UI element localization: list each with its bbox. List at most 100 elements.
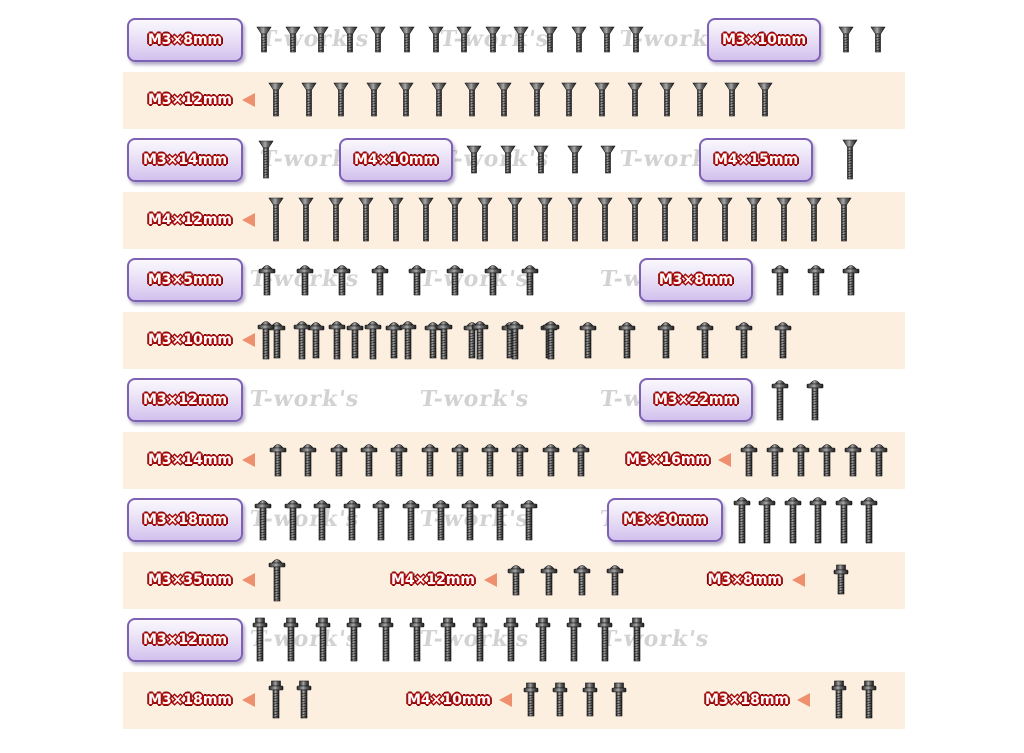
countersunk-screw-icon (313, 26, 329, 53)
flanged-hex-screw-icon (315, 617, 331, 662)
flanged-button-screw-icon (540, 565, 558, 596)
countersunk-screw-icon (499, 145, 516, 174)
countersunk-screw-icon (333, 82, 349, 117)
size-label-m3x18mm: M3×18mm (132, 690, 232, 710)
flanged-hex-screw-icon (409, 617, 425, 662)
countersunk-screw-icon (268, 82, 284, 117)
flanged-button-screw-icon (696, 322, 714, 359)
flanged-button-screw-icon (870, 444, 888, 477)
size-label: M3×30mm (622, 512, 708, 528)
flanged-hex-screw-icon (441, 617, 456, 662)
flanged-hex-screw-icon (378, 617, 393, 662)
flanged-button-screw-icon (293, 321, 310, 360)
size-label: M3×18mm (142, 512, 228, 528)
countersunk-screw-icon (496, 82, 512, 117)
flanged-button-screw-icon (451, 444, 469, 477)
flanged-button-screw-icon (807, 265, 824, 296)
flanged-button-screw-icon (409, 265, 426, 296)
countersunk-screw-icon (301, 82, 317, 117)
countersunk-screw-icon (724, 82, 740, 117)
flanged-button-screw-icon (343, 500, 361, 541)
flanged-button-screw-icon (818, 444, 836, 477)
flanged-button-screw-icon (572, 444, 590, 477)
flanged-button-screw-icon (435, 321, 453, 360)
flanged-button-screw-icon (792, 444, 810, 477)
countersunk-screw-icon (285, 26, 301, 53)
countersunk-screw-icon (507, 197, 523, 242)
flanged-button-screw-icon (284, 500, 301, 541)
flanged-button-screw-icon (740, 444, 758, 477)
flanged-hex-screw-icon (629, 617, 645, 662)
flanged-button-screw-icon (360, 444, 378, 477)
pointer-arrow-icon (242, 573, 255, 587)
countersunk-screw-icon (842, 139, 858, 180)
flanged-button-screw-icon (484, 265, 501, 296)
countersunk-screw-icon (370, 26, 386, 53)
flanged-button-screw-icon (579, 322, 597, 359)
countersunk-screw-icon (657, 197, 673, 242)
flanged-button-screw-icon (313, 500, 331, 541)
size-tag-m3x12mm: M3×12mm (127, 618, 243, 662)
size-label: M3×35mm (147, 572, 232, 588)
flanged-button-screw-icon (774, 322, 791, 359)
countersunk-screw-icon (258, 140, 274, 179)
size-label-m3x35mm: M3×35mm (132, 570, 232, 590)
countersunk-screw-icon (268, 197, 284, 242)
flanged-button-screw-icon (809, 497, 827, 544)
countersunk-screw-icon (417, 197, 434, 242)
size-label: M3×14mm (142, 152, 228, 168)
flanged-button-screw-icon (364, 321, 382, 360)
flanged-button-screw-icon (759, 497, 776, 544)
flanged-button-screw-icon (542, 321, 560, 360)
flanged-button-screw-icon (835, 497, 852, 544)
flanged-button-screw-icon (784, 497, 802, 544)
pointer-arrow-icon (484, 573, 497, 587)
flanged-hex-screw-icon (284, 617, 299, 662)
flanged-button-screw-icon (296, 265, 313, 296)
flanged-button-screw-icon (542, 444, 559, 477)
flanged-button-screw-icon (844, 444, 862, 477)
countersunk-screw-icon (447, 197, 463, 242)
size-label: M3×12mm (142, 392, 228, 408)
countersunk-screw-icon (659, 82, 675, 117)
countersunk-screw-icon (428, 26, 444, 53)
size-label-m4x12mm: M4×12mm (132, 210, 232, 230)
countersunk-screw-icon (466, 145, 482, 174)
flanged-button-screw-icon (806, 380, 824, 421)
countersunk-screw-icon (533, 145, 549, 174)
countersunk-screw-icon (571, 26, 587, 53)
pointer-arrow-icon (718, 453, 731, 467)
countersunk-screw-icon (342, 26, 358, 53)
countersunk-screw-icon (456, 26, 472, 53)
countersunk-screw-icon (600, 145, 616, 174)
countersunk-screw-icon (838, 26, 854, 53)
pointer-arrow-icon (797, 693, 810, 707)
countersunk-screw-icon (388, 197, 404, 242)
flanged-button-screw-icon (573, 565, 591, 596)
flanged-button-screw-icon (735, 322, 753, 359)
size-tag-m3x18mm: M3×18mm (127, 498, 243, 542)
countersunk-screw-icon (431, 82, 447, 117)
countersunk-screw-icon (870, 26, 886, 53)
flanged-button-screw-icon (842, 265, 860, 296)
flanged-button-screw-icon (771, 265, 789, 296)
countersunk-screw-icon (599, 26, 615, 53)
flanged-hex-screw-icon (503, 617, 519, 662)
countersunk-screw-icon (358, 197, 374, 242)
flanged-button-screw-icon (385, 322, 402, 359)
countersunk-screw-icon (256, 26, 272, 53)
flanged-hex-screw-icon (861, 680, 877, 719)
size-label-m3x16mm: M3×16mm (604, 450, 710, 470)
countersunk-screw-icon (537, 197, 553, 242)
countersunk-screw-icon (398, 82, 414, 117)
size-label: M4×10mm (406, 692, 491, 708)
countersunk-screw-icon (757, 82, 773, 117)
countersunk-screw-icon (399, 26, 415, 53)
countersunk-screw-icon (298, 197, 314, 242)
flanged-button-screw-icon (254, 500, 272, 541)
flanged-button-screw-icon (258, 265, 276, 296)
row-band (123, 72, 905, 129)
size-label: M3×8mm (147, 32, 223, 48)
countersunk-screw-icon (776, 197, 792, 242)
countersunk-screw-icon (561, 82, 577, 117)
